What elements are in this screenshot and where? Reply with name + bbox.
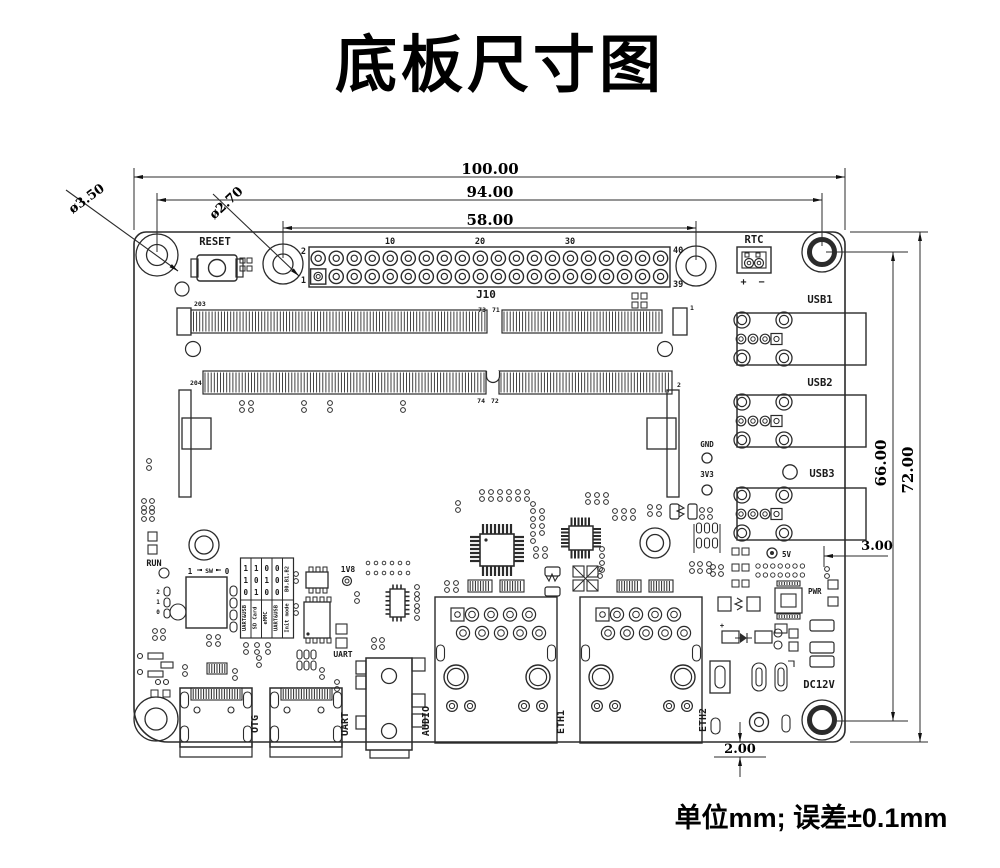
p73-label: 73 xyxy=(478,306,486,314)
pin2-label: 2 xyxy=(301,247,306,257)
boot-mode: SD Card xyxy=(252,607,258,630)
power-pads: GND 3V3 5V PWR xyxy=(700,440,839,607)
eth1-connector: ETH1 xyxy=(434,596,567,744)
dim-100: 100.00 xyxy=(461,160,518,178)
dimensions: 100.00 94.00 58.00 72.00 66.00 3.00 2.00 xyxy=(133,160,928,777)
audio-jack: AUDIO xyxy=(355,657,432,759)
boot-bit: 0 xyxy=(275,576,280,585)
p72-label: 72 xyxy=(491,397,499,405)
uart-usb-connector: UART xyxy=(269,687,351,758)
boot-bit: 0 xyxy=(265,588,270,597)
otg-usb-connector: OTG xyxy=(179,687,261,758)
hole-dia-3-50: ø3.50 xyxy=(66,181,107,217)
pos0-label: 0 xyxy=(225,567,230,576)
usb3-label: USB3 xyxy=(809,468,834,480)
dim-2: 2.00 xyxy=(724,742,756,757)
dim-66: 66.00 xyxy=(872,440,890,487)
boot-bit: 1 xyxy=(254,588,259,597)
audio-label: AUDIO xyxy=(421,706,432,736)
p2-label: 2 xyxy=(677,381,681,389)
p71-label: 71 xyxy=(492,306,500,314)
reset-label: RESET xyxy=(199,236,231,248)
transformer-blocks xyxy=(467,579,674,593)
p204-label: 204 xyxy=(190,379,202,387)
boot-header-bits: B0,B1,B2 xyxy=(284,566,290,592)
dim-3: 3.00 xyxy=(861,539,893,554)
dim-72: 72.00 xyxy=(899,447,917,494)
pwr-label: PWR xyxy=(808,587,822,596)
uart-label: UART xyxy=(340,712,351,736)
dc12v-jack: DC12V xyxy=(709,660,835,733)
j10-label: J10 xyxy=(476,288,496,301)
power-section: + xyxy=(717,547,835,668)
dc12v-label: DC12V xyxy=(803,679,835,691)
boot-bit: 1 xyxy=(244,576,249,585)
qfp-chips xyxy=(385,517,601,622)
p74-label: 74 xyxy=(477,397,485,405)
boot-bit: 0 xyxy=(265,564,270,573)
v1v8-label: 1V8 xyxy=(341,565,356,574)
reset-button: RESET xyxy=(174,236,253,297)
row1-label: 1 xyxy=(156,599,160,606)
run-label: RUN xyxy=(146,559,161,569)
pin40-label: 40 xyxy=(673,246,683,256)
otg-label: OTG xyxy=(250,715,261,733)
boot-header-mode: Init mode xyxy=(284,603,290,633)
boot-mode: UART&USB xyxy=(242,604,248,631)
units-note: 单位mm; 误差±0.1mm xyxy=(674,803,948,833)
pos1-label: 1 xyxy=(188,567,193,576)
usb2-connector: USB2 xyxy=(733,377,867,449)
boot-bit: 1 xyxy=(265,576,270,585)
diode-plus: + xyxy=(720,622,724,630)
usb2-label: USB2 xyxy=(807,377,832,389)
run-indicator: RUN xyxy=(146,531,162,569)
col10-label: 10 xyxy=(385,237,395,247)
uart-chip-label: UART xyxy=(333,650,352,659)
boot-bit: 0 xyxy=(254,576,259,585)
page-title: 底板尺寸图 xyxy=(334,31,665,100)
pin1-label: 1 xyxy=(301,276,306,286)
row2-label: 2 xyxy=(156,589,160,596)
misc-passives xyxy=(136,400,830,698)
sw-label: SW xyxy=(205,567,213,575)
boot-bit: 0 xyxy=(275,564,280,573)
eth2-label: ETH2 xyxy=(698,708,709,732)
rtc-connector: RTC + − xyxy=(736,234,772,288)
boot-mode: UART&USB xyxy=(273,604,279,631)
row0-label: 0 xyxy=(156,609,160,616)
p203-label: 203 xyxy=(194,300,206,308)
rtc-label: RTC xyxy=(745,234,764,246)
gnd-label: GND xyxy=(700,440,714,449)
eth1-label: ETH1 xyxy=(556,710,567,734)
eth2-connector: ETH2 xyxy=(579,596,721,744)
usb3-connector: USB3 xyxy=(733,464,867,542)
boot-switch: 1 SW 0 2 1 0 xyxy=(156,567,238,633)
soic-chips: UART 1V8 xyxy=(303,565,356,659)
pin39-label: 39 xyxy=(673,280,683,290)
boot-bit: 1 xyxy=(254,564,259,573)
dim-94: 94.00 xyxy=(467,183,514,201)
boot-bit: 0 xyxy=(275,588,280,597)
usb1-connector: USB1 xyxy=(733,294,867,367)
usb1-label: USB1 xyxy=(807,294,832,306)
col20-label: 20 xyxy=(475,237,485,247)
p1-label: 1 xyxy=(690,304,694,312)
v5-label: 5V xyxy=(782,550,792,559)
v3v3-label: 3V3 xyxy=(700,470,714,479)
rtc-polarity-label: + − xyxy=(740,277,767,288)
col30-label: 30 xyxy=(565,237,575,247)
boot-mode: eMMC xyxy=(263,612,269,625)
hole-dia-2-70: ø2.70 xyxy=(207,184,247,222)
board-outline xyxy=(133,231,846,743)
sodimm-slots: 203 73 71 1 204 74 72 2 xyxy=(176,300,694,498)
boot-bit: 1 xyxy=(244,564,249,573)
boot-bit: 0 xyxy=(244,588,249,597)
dim-58: 58.00 xyxy=(467,211,514,229)
